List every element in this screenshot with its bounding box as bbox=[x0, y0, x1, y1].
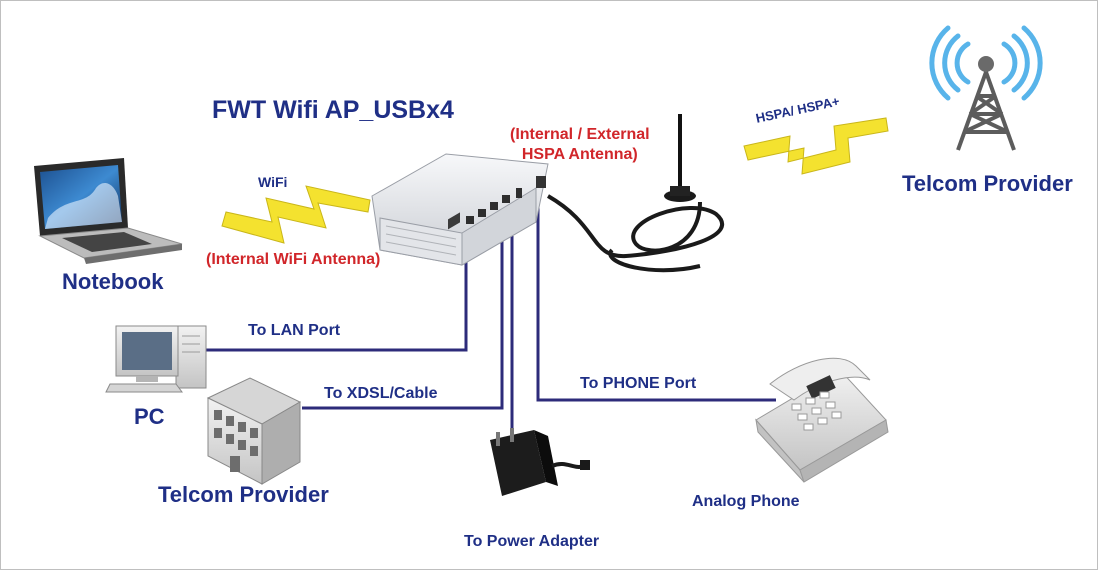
phone-port-label: To PHONE Port bbox=[580, 375, 697, 392]
wifi-antenna-label: (Internal WiFi Antenna) bbox=[206, 251, 381, 268]
phone-icon bbox=[755, 357, 889, 483]
antenna-icon bbox=[546, 114, 725, 273]
pc-icon bbox=[105, 325, 207, 393]
cell-tower-icon bbox=[929, 25, 1043, 151]
notebook-label: Notebook bbox=[62, 269, 164, 294]
hspa-signal-bolt bbox=[743, 117, 889, 175]
router-icon bbox=[371, 153, 549, 266]
building-icon bbox=[206, 377, 302, 485]
xdsl-cable bbox=[302, 236, 504, 410]
telcom-provider-top-label: Telcom Provider bbox=[902, 171, 1073, 196]
telcom-provider-bottom-label: Telcom Provider bbox=[158, 482, 329, 507]
cable-lines bbox=[206, 180, 776, 432]
lan-port-label: To LAN Port bbox=[248, 322, 341, 339]
power-adapter-icon bbox=[490, 428, 590, 496]
hspa-antenna-label: (Internal / External HSPA Antenna) bbox=[510, 125, 650, 165]
xdsl-cable-label: To XDSL/Cable bbox=[324, 385, 438, 402]
power-adapter-label: To Power Adapter bbox=[464, 533, 600, 550]
wifi-signal-bolt bbox=[221, 185, 371, 244]
notebook-icon bbox=[34, 158, 183, 264]
lan-cable bbox=[206, 236, 468, 352]
diagram-title: FWT Wifi AP_USBx4 bbox=[212, 96, 454, 124]
analog-phone-label: Analog Phone bbox=[692, 493, 800, 510]
hspa-antenna-label-line2: HSPA Antenna) bbox=[521, 146, 638, 163]
wifi-link-label: WiFi bbox=[258, 174, 288, 190]
phone-cable bbox=[536, 180, 776, 402]
pc-label: PC bbox=[134, 404, 165, 429]
hspa-antenna-label-line1: (Internal / External bbox=[510, 126, 650, 143]
